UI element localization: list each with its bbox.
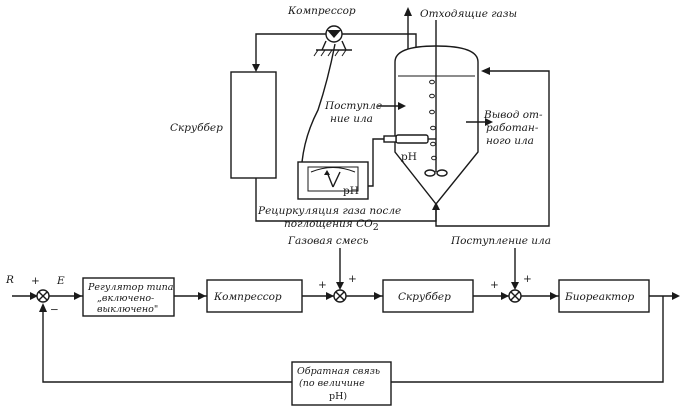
scrubber-label: Скруббер [170, 122, 223, 134]
recirculation-label-1: Рециркуляция газа после [257, 205, 401, 217]
ph-probe-label: pH [401, 151, 417, 163]
feedback-block [291, 361, 392, 406]
sludge-inlet-label-2: ние ила [330, 113, 373, 125]
ph-cable [368, 138, 384, 187]
regulator-block [82, 277, 175, 317]
recirculation-label-subscript: 2 [373, 222, 379, 233]
sum1-plus: + [31, 275, 40, 287]
gas-bubbles [429, 79, 437, 161]
ph-probe [383, 134, 436, 144]
regulator-label-2: „включено- [97, 293, 154, 304]
feedback-return-path [42, 308, 292, 383]
exhaust-label: Отходящие газы [420, 8, 517, 20]
scrubber-block-label: Скруббер [398, 291, 451, 303]
bioreactor-block-label: Биореактор [564, 291, 635, 303]
recirculation-label-2: поглощения CO2 [284, 218, 379, 233]
input-r-label: R [5, 274, 14, 286]
bioreactor-block [558, 279, 650, 313]
compressor-block-label: Компрессор [213, 291, 282, 303]
summing-junction-3 [508, 289, 522, 303]
feedback-path [391, 296, 664, 383]
gas-mixture-label: Газовая смесь [287, 235, 369, 247]
regulator-label-1: Регулятор типа [87, 282, 174, 293]
regulator-label-3: выключено" [97, 304, 158, 315]
compressor-label: Компрессор [287, 5, 356, 17]
pipe-reactor-to-compressor [342, 33, 417, 50]
recirculation-label-text: поглощения CO [284, 218, 373, 230]
scrubber-column [230, 71, 277, 179]
sum2-plus-left: + [318, 279, 327, 291]
ph-meter [297, 161, 369, 200]
feedback-label-1: Обратная связь [297, 366, 380, 377]
compressor-block [206, 279, 303, 313]
error-e-label: E [56, 275, 65, 287]
ph-meter-label: pH [343, 185, 359, 197]
feedback-label-2: (по величине [299, 378, 365, 389]
sum2-plus-top: + [348, 273, 357, 285]
summing-junction-2 [333, 289, 347, 303]
compressor-symbol [313, 25, 352, 57]
feedback-label-3: pH) [329, 391, 347, 402]
sludge-outlet-label-1: Вывод от- [483, 109, 543, 121]
agitator [424, 20, 448, 177]
sludge-outlet-label-2: работан- [486, 122, 539, 134]
sludge-outlet-label-3: ного ила [486, 135, 534, 147]
summing-junction-1 [36, 289, 50, 303]
sludge-inlet-label-1: Поступле- [324, 100, 386, 112]
sum3-plus-top: + [523, 273, 532, 285]
control-block-diagram: R + − E Регулятор типа „включено- выключ… [5, 235, 680, 406]
sum3-plus-left: + [490, 279, 499, 291]
process-schematic: Компрессор Скруббер Отходящие газы [170, 5, 550, 233]
sludge-feed-label: Поступление ила [450, 235, 551, 247]
scrubber-block [382, 279, 474, 313]
pipe-compressor-to-scrubber [255, 33, 326, 68]
sum1-minus: − [50, 304, 59, 316]
ph-meter-hose [301, 43, 336, 163]
pipe-sludge-recycle [435, 70, 550, 227]
